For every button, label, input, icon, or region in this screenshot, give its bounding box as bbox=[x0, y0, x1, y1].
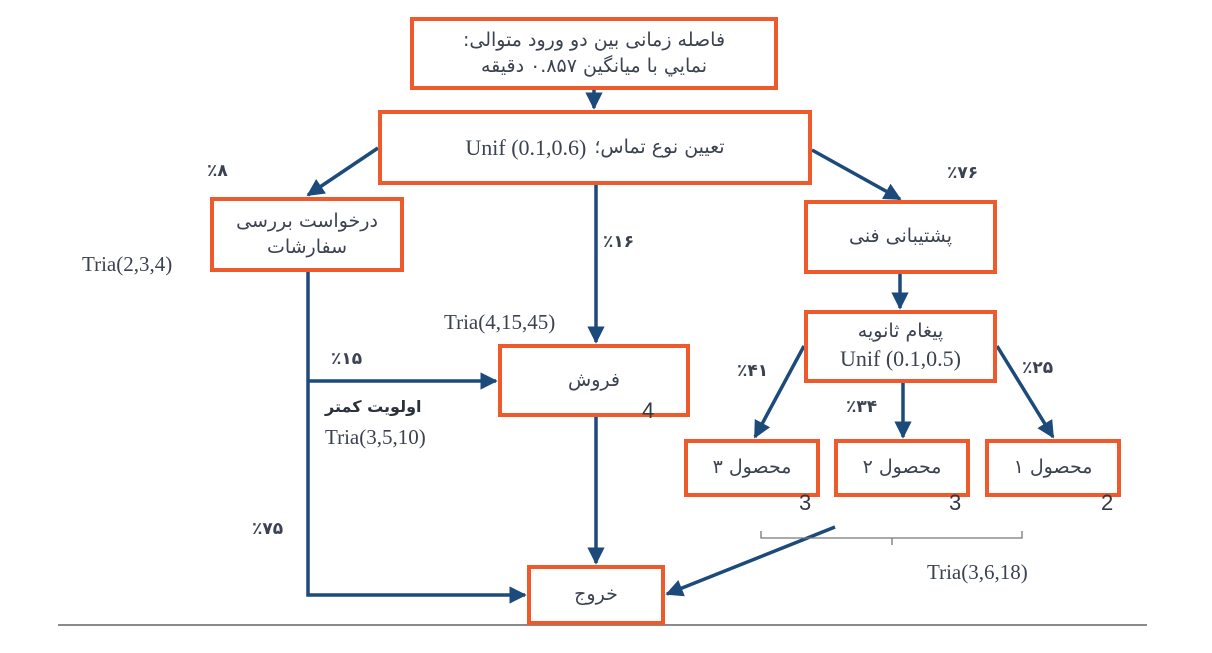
product-3-label: محصول ۳ bbox=[712, 456, 792, 479]
pct-order-review: ٪۸ bbox=[207, 161, 228, 181]
exit-label: خروج bbox=[574, 583, 618, 606]
node-arrival-interval: فاصله زمانی بین دو ورود متوالی: نمايي با… bbox=[410, 17, 778, 90]
dist-order-review: Tria(2,3,4) bbox=[82, 252, 173, 276]
arrow-contact-to-order-review bbox=[306, 146, 379, 197]
order-review-line2: سفارشات bbox=[266, 235, 348, 258]
sales-server-count: 4 bbox=[642, 398, 655, 423]
arrival-line2: نمايي با میانگین ۰.۸۵۷ دقیقه bbox=[480, 54, 708, 77]
node-exit: خروج bbox=[527, 565, 665, 625]
pct-product-2: ٪۳۴ bbox=[846, 397, 878, 417]
pct-sales: ٪۱۶ bbox=[603, 232, 635, 252]
node-product-1: محصول ۱ bbox=[985, 439, 1121, 497]
product-3-server-count: 3 bbox=[799, 490, 812, 515]
arrow-contact-to-tech bbox=[811, 148, 902, 201]
secondary-message-dist: Unif (0.1,0.5) bbox=[840, 346, 961, 372]
node-sales: فروش bbox=[498, 344, 690, 417]
arrow-secondary-to-product1 bbox=[995, 345, 1055, 439]
node-product-2: محصول ۲ bbox=[834, 439, 970, 497]
pct-product-3: ٪۴۱ bbox=[737, 361, 769, 381]
product-1-server-count: 2 bbox=[1101, 490, 1114, 515]
pct-order-to-exit: ٪۷۵ bbox=[252, 519, 284, 539]
secondary-message-label: پیغام ثانویه bbox=[857, 319, 944, 342]
dist-low-priority: Tria(3,5,10) bbox=[325, 425, 426, 449]
arrival-line1: فاصله زمانی بین دو ورود متوالی: bbox=[462, 28, 726, 51]
dist-sales: Tria(4,15,45) bbox=[444, 310, 556, 334]
contact-type-dist: Unif (0.1,0.6) bbox=[465, 134, 587, 160]
products-bracket bbox=[760, 531, 1023, 545]
product-1-label: محصول ۱ bbox=[1013, 456, 1093, 479]
arrow-secondary-to-product3 bbox=[753, 345, 806, 439]
node-tech-support: پشتیبانی فنی bbox=[804, 200, 997, 274]
pct-product-1: ٪۲۵ bbox=[1022, 358, 1054, 378]
product-2-label: محصول ۲ bbox=[862, 456, 942, 479]
low-priority-label: اولویت کمتر bbox=[325, 397, 422, 416]
dist-products: Tria(3,6,18) bbox=[927, 560, 1028, 584]
node-order-review: درخواست بررسی سفارشات bbox=[210, 197, 404, 272]
contact-type-label: تعیین نوع تماس؛ bbox=[594, 135, 725, 158]
sales-label: فروش bbox=[568, 368, 620, 391]
node-contact-type: تعیین نوع تماس؛ Unif (0.1,0.6) bbox=[378, 110, 812, 185]
tech-support-label: پشتیبانی فنی bbox=[848, 225, 953, 248]
product-2-server-count: 3 bbox=[949, 490, 962, 515]
pct-order-to-sales: ٪۱۵ bbox=[331, 349, 363, 369]
node-secondary-message: پیغام ثانویه Unif (0.1,0.5) bbox=[804, 310, 997, 383]
node-product-3: محصول ۳ bbox=[684, 439, 820, 497]
order-review-line1: درخواست بررسی bbox=[236, 209, 378, 232]
arrow-products-to-exit bbox=[665, 525, 836, 597]
pct-tech-support: ٪۷۶ bbox=[947, 163, 979, 183]
